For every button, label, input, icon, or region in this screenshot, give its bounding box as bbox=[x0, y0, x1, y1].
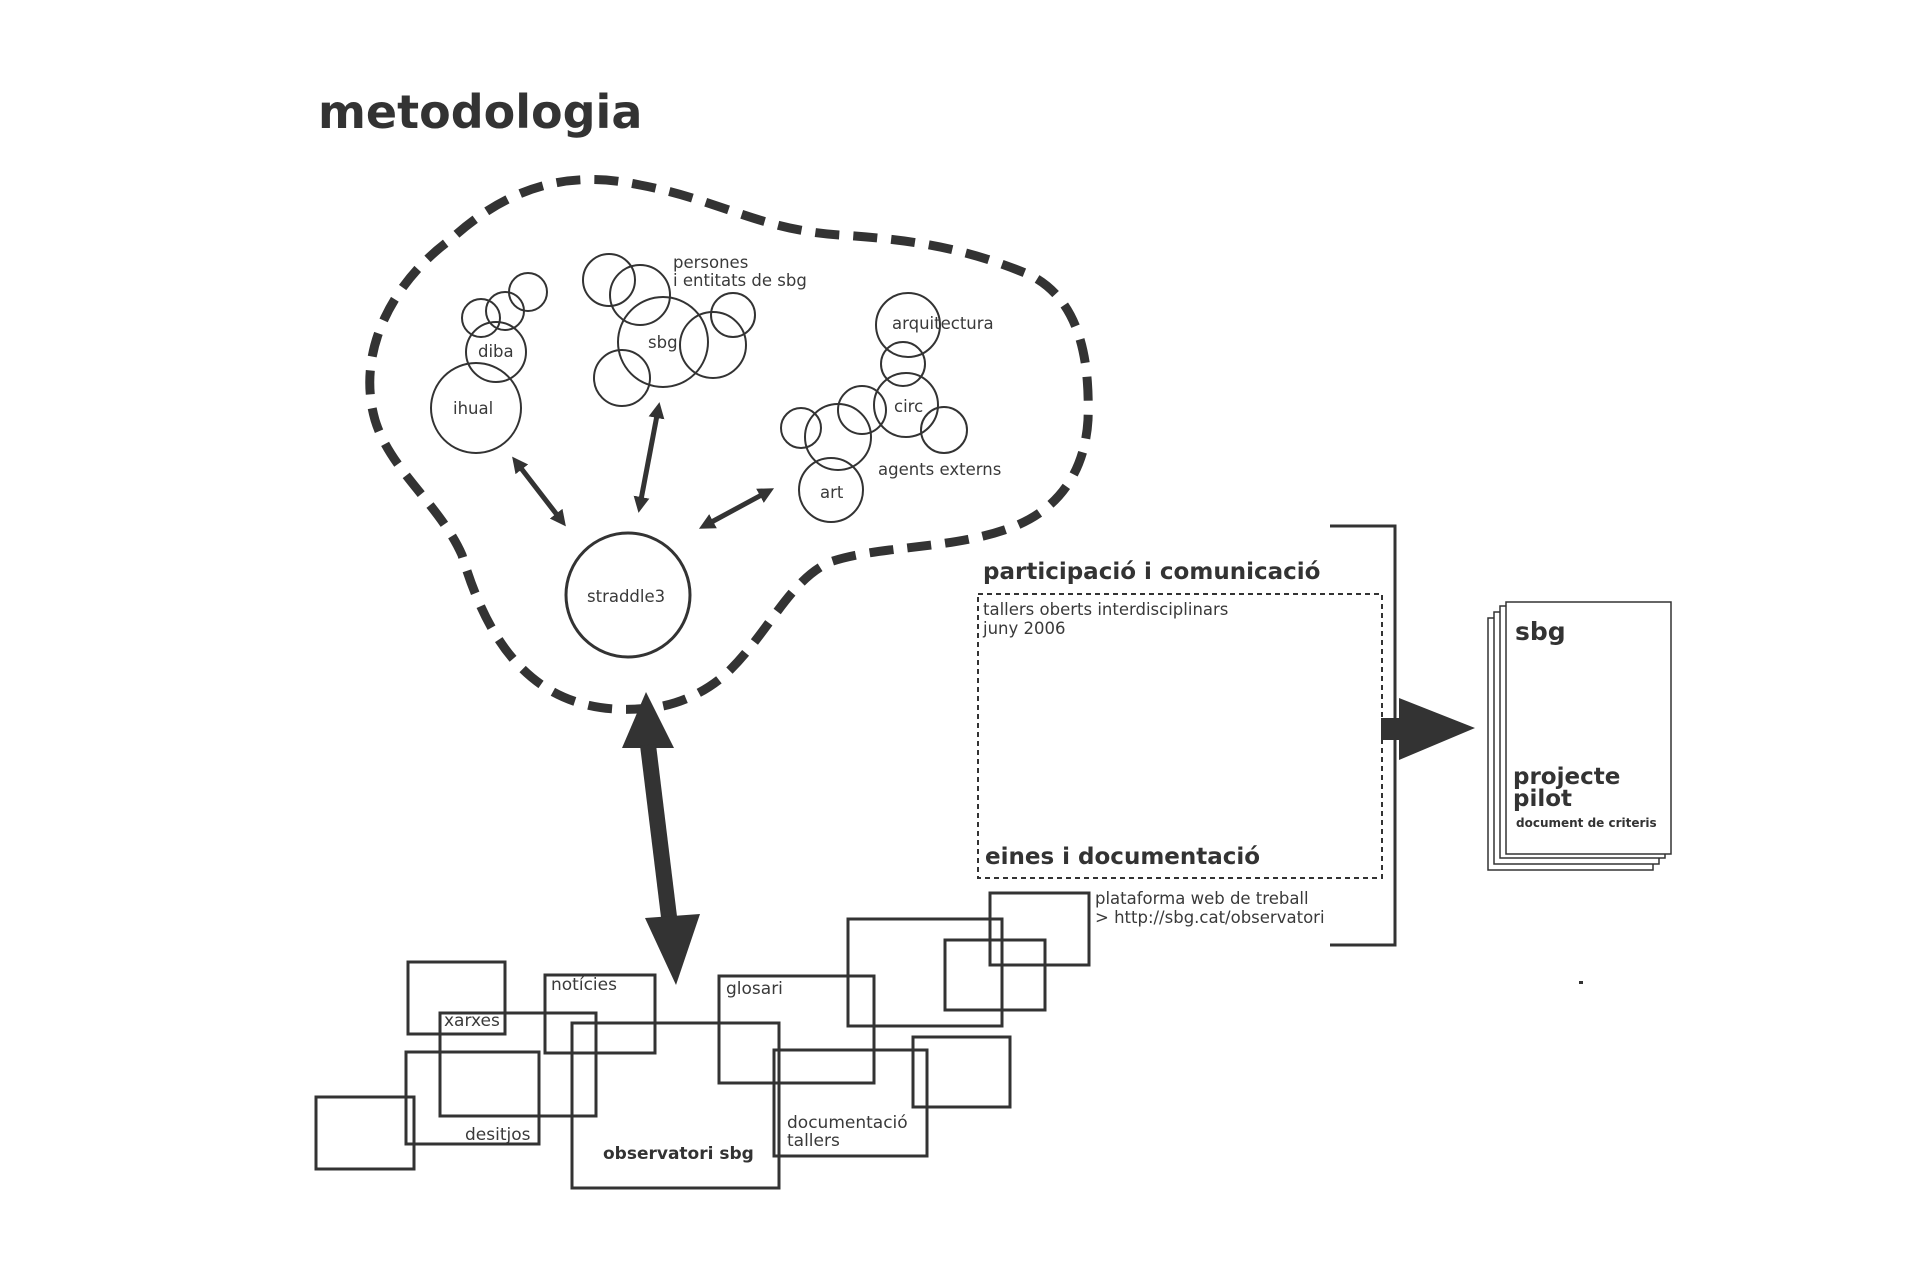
label-documentacio: documentació bbox=[787, 1113, 908, 1133]
label-diba: diba bbox=[478, 342, 514, 361]
arrow-agents-straddle3 bbox=[698, 488, 775, 529]
label-noticies: notícies bbox=[551, 975, 617, 995]
circle-art bbox=[798, 457, 864, 523]
observatory-cluster bbox=[314, 891, 1091, 1190]
observatory-main-box bbox=[570, 1021, 781, 1190]
label-sbg: sbg bbox=[648, 333, 678, 352]
document-caption: document de criteris bbox=[1516, 816, 1657, 830]
page-title: metodologia bbox=[318, 85, 642, 139]
dot-mark bbox=[1579, 981, 1583, 984]
cluster-institutions: diba ihual bbox=[430, 272, 548, 454]
label-tallers: tallers bbox=[787, 1131, 840, 1151]
workshop-date: juny 2006 bbox=[982, 619, 1066, 638]
circle-arquitectura bbox=[875, 292, 941, 358]
label-observatori: observatori sbg bbox=[603, 1144, 754, 1164]
workshop-box bbox=[977, 593, 1383, 879]
label-ihual: ihual bbox=[453, 399, 493, 418]
circle-diba bbox=[465, 321, 527, 383]
platform-url: > http://sbg.cat/observatori bbox=[1095, 908, 1325, 927]
arrow-sbg-straddle3 bbox=[633, 402, 665, 513]
arrow-stem-document bbox=[1381, 718, 1401, 740]
cluster-sbg: sbg persones i entitats de sbg bbox=[582, 253, 807, 407]
arrow-to-document bbox=[1399, 698, 1475, 760]
label-agents-externs: agents externs bbox=[878, 460, 1001, 479]
document-subtitle-2: pilot bbox=[1513, 786, 1572, 812]
document-title: sbg bbox=[1515, 617, 1566, 646]
circle-straddle3 bbox=[564, 531, 692, 659]
label-desitjos: desitjos bbox=[465, 1125, 531, 1145]
workshop-label: tallers oberts interdisciplinars bbox=[983, 600, 1228, 619]
label-glosari: glosari bbox=[726, 979, 783, 999]
document-stack bbox=[1487, 601, 1672, 871]
circle-sbg bbox=[617, 296, 709, 388]
participation-heading: participació i comunicació bbox=[983, 559, 1320, 585]
label-xarxes: xarxes bbox=[444, 1011, 500, 1031]
label-persones: persones bbox=[673, 253, 748, 272]
label-art: art bbox=[820, 483, 844, 502]
label-arquitectura: arquitectura bbox=[892, 314, 994, 333]
label-entitats: i entitats de sbg bbox=[673, 271, 807, 290]
circle-ihual bbox=[430, 362, 522, 454]
tools-heading: eines i documentació bbox=[985, 844, 1260, 870]
stakeholder-cloud-boundary bbox=[365, 175, 1093, 714]
label-circ: circ bbox=[894, 397, 923, 416]
arrow-cloud-observatory bbox=[622, 692, 700, 985]
platform-label: plataforma web de treball bbox=[1095, 889, 1309, 908]
document-subtitle-1: projecte bbox=[1513, 764, 1620, 790]
circle-circ bbox=[873, 372, 939, 438]
cluster-external-agents: arquitectura circ agents externs art bbox=[780, 292, 1001, 523]
arrow-ihual-straddle3 bbox=[512, 456, 566, 527]
label-straddle3: straddle3 bbox=[587, 587, 665, 606]
